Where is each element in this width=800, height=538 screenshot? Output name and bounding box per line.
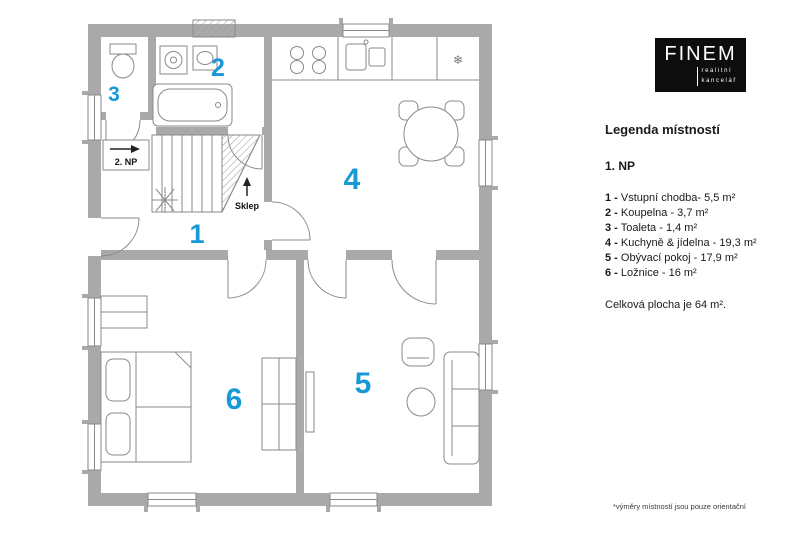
coffee-table (406, 387, 436, 417)
armchair (401, 337, 435, 367)
dresser (100, 295, 148, 329)
total-area: Celková plocha je 64 m². (605, 299, 727, 311)
legend-floor: 1. NP (605, 159, 636, 173)
legend-room-num: 6 - (605, 267, 618, 279)
room-number-6: 6 (226, 383, 243, 416)
legend-room-num: 1 - (605, 192, 618, 204)
kitchen-sink-icon (345, 39, 386, 71)
footnote: *výměry místností jsou pouze orientační (613, 502, 746, 511)
finem-logo: FINEM realitní kancelář (655, 38, 746, 92)
legend-title: Legenda místností (605, 122, 720, 137)
room-number-4: 4 (344, 163, 361, 196)
room-number-1: 1 (189, 219, 204, 249)
stairs (151, 134, 261, 213)
legend-room-text: Kuchyně & jídelna - 19,3 m² (620, 237, 757, 249)
legend-room-item-1: 1 - Vstupní chodba- 5,5 m² (605, 191, 775, 206)
chimney (192, 19, 236, 38)
logo-subtitle-line2: kancelář (701, 77, 737, 84)
wardrobe (261, 357, 297, 451)
basement-text: Sklep (235, 201, 260, 211)
washing-machine-icon (159, 45, 188, 75)
stove-icon (290, 46, 326, 74)
logo-subtitle-line1: realitní (701, 67, 733, 74)
legend-room-num: 4 - (605, 237, 618, 249)
legend-room-list: 1 - Vstupní chodba- 5,5 m² 2 - Koupelna … (605, 191, 775, 281)
room-number-3: 3 (108, 83, 120, 106)
room-number-5: 5 (355, 367, 372, 400)
upper-floor-text: 2. NP (115, 157, 138, 167)
logo-name: FINEM (664, 42, 737, 65)
sofa (443, 351, 480, 465)
door-openings (88, 112, 436, 260)
windows (82, 18, 498, 512)
legend-room-text: Koupelna - 3,7 m² (620, 207, 709, 219)
legend-room-num: 5 - (605, 252, 618, 264)
bed (100, 351, 192, 463)
legend-room-text: Obývací pokoj - 17,9 m² (620, 252, 738, 264)
legend-room-text: Vstupní chodba- 5,5 m² (620, 192, 736, 204)
room-numbers: 1 2 3 4 5 6 (108, 54, 371, 416)
legend-room-item-6: 6 - Ložnice - 16 m² (605, 266, 775, 281)
tv-cabinet (305, 371, 315, 433)
legend-room-item-2: 2 - Koupelna - 3,7 m² (605, 206, 775, 221)
logo-subtitle: realitní kancelář (696, 66, 737, 87)
legend-panel: Legenda místností 1. NP 1 - Vstupní chod… (605, 122, 775, 311)
bathtub-icon (152, 83, 233, 127)
floor-plan: 2. NP Sklep ❄ 1 2 3 4 5 6 (82, 18, 498, 512)
legend-room-text: Ložnice - 16 m² (620, 267, 697, 279)
legend-room-item-5: 5 - Obývací pokoj - 17,9 m² (605, 251, 775, 266)
bathroom-sink-icon (192, 45, 218, 71)
upper-floor-label: 2. NP (102, 139, 150, 171)
dining-set (398, 100, 465, 167)
basement-label: Sklep (235, 177, 260, 211)
toilet-icon (109, 43, 137, 79)
coat-rack-icon (152, 187, 178, 213)
legend-room-item-3: 3 - Toaleta - 1,4 m² (605, 221, 775, 236)
floor-plan-drawing: 2. NP Sklep ❄ 1 2 3 4 5 6 (82, 18, 498, 512)
fridge-snowflake-icon: ❄ (453, 53, 463, 67)
kitchen-counter (272, 37, 479, 81)
room-number-2: 2 (211, 54, 225, 82)
legend-room-text: Toaleta - 1,4 m² (620, 222, 698, 234)
legend-room-num: 3 - (605, 222, 618, 234)
legend-room-item-4: 4 - Kuchyně & jídelna - 19,3 m² (605, 236, 775, 251)
legend-room-num: 2 - (605, 207, 618, 219)
